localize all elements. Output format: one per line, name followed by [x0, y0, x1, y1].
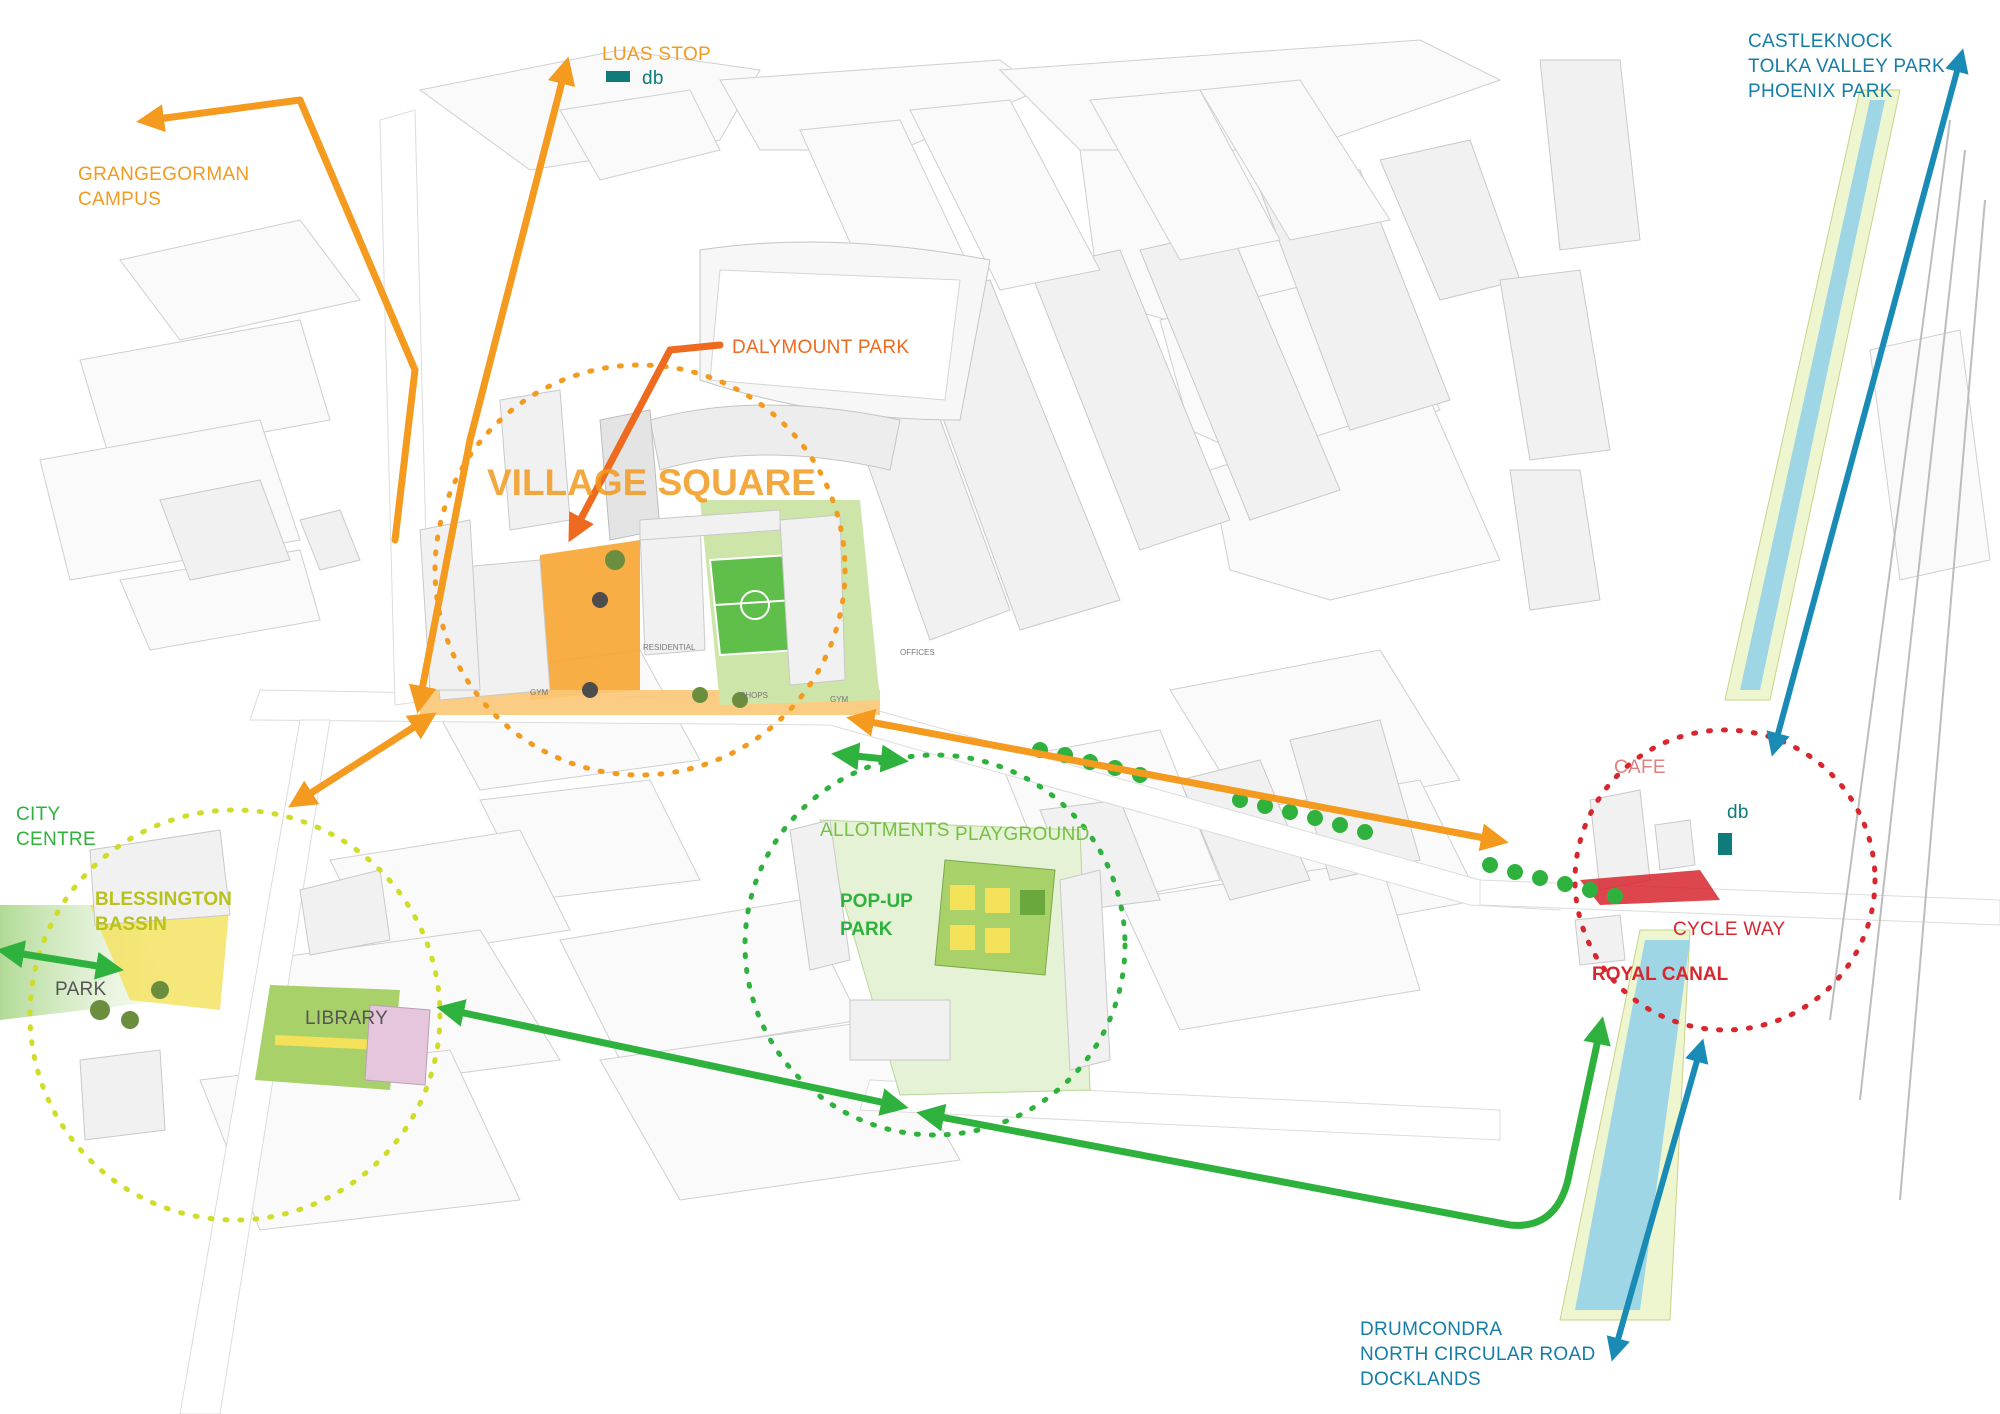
arrow-luas-stop — [408, 56, 576, 714]
arrow-canal-south — [1606, 1038, 1709, 1362]
map-labels: LUAS STOP db GRANGEGORMAN CAMPUS DALYMOU… — [16, 31, 1945, 1390]
label-library: LIBRARY — [305, 1008, 388, 1029]
label-cafe: CAFE — [1614, 757, 1666, 778]
label-gym: GYM — [530, 688, 549, 697]
label-village-square: VILLAGE SQUARE — [487, 462, 816, 503]
royal-canal — [1559, 89, 1986, 1321]
label-castleknock-2: TOLKA VALLEY PARK — [1748, 56, 1945, 77]
arrow-library-popup — [436, 999, 909, 1116]
label-luas-stop: LUAS STOP — [602, 44, 711, 65]
label-grangegorman-2: CAMPUS — [78, 189, 161, 210]
route-arrows — [0, 48, 1969, 1362]
label-park: PARK — [55, 979, 107, 1000]
arrow-canal-north — [1766, 48, 1969, 757]
label-cycle-way: CYCLE WAY — [1673, 919, 1786, 940]
label-popup-1: POP-UP — [840, 891, 913, 912]
label-luas-db: db — [642, 68, 664, 89]
arrow-dalymount — [568, 341, 724, 543]
arrow-to-canal — [846, 708, 1509, 852]
label-blessington-2: BASSIN — [95, 914, 167, 935]
pop-up-park-ring — [742, 752, 1128, 1138]
canal-node-ring — [1572, 727, 1878, 1033]
label-popup-2: PARK — [840, 919, 893, 940]
label-canal-db: db — [1727, 802, 1749, 823]
label-playground: PLAYGROUND — [955, 824, 1090, 845]
label-blessington-1: BLESSINGTON — [95, 889, 232, 910]
label-dalymount: DALYMOUNT PARK — [732, 337, 909, 358]
arrow-popup-link — [831, 742, 909, 773]
label-city-centre-2: CENTRE — [16, 829, 96, 850]
label-castleknock-1: CASTLEKNOCK — [1748, 31, 1893, 52]
label-allotments: ALLOTMENTS — [820, 820, 950, 841]
arrow-city-link — [288, 712, 437, 808]
label-castleknock-3: PHOENIX PARK — [1748, 81, 1893, 102]
label-grangegorman-1: GRANGEGORMAN — [78, 164, 249, 185]
label-city-centre-1: CITY — [16, 804, 61, 825]
label-offices: OFFICES — [900, 648, 935, 657]
label-royal-canal: ROYAL CANAL — [1592, 964, 1729, 985]
label-drumcondra-1: DRUMCONDRA — [1360, 1319, 1502, 1340]
luas-db-icon — [606, 71, 630, 82]
label-residential: RESIDENTIAL — [643, 643, 696, 652]
label-drumcondra-2: NORTH CIRCULAR ROAD — [1360, 1344, 1595, 1365]
arrow-park-west — [0, 940, 124, 980]
label-drumcondra-3: DOCKLANDS — [1360, 1369, 1481, 1390]
arrow-popup-canal — [916, 1016, 1611, 1229]
label-gym-2: GYM — [830, 695, 849, 704]
arrow-grangegorman — [136, 96, 419, 544]
label-shops: SHOPS — [740, 691, 768, 700]
